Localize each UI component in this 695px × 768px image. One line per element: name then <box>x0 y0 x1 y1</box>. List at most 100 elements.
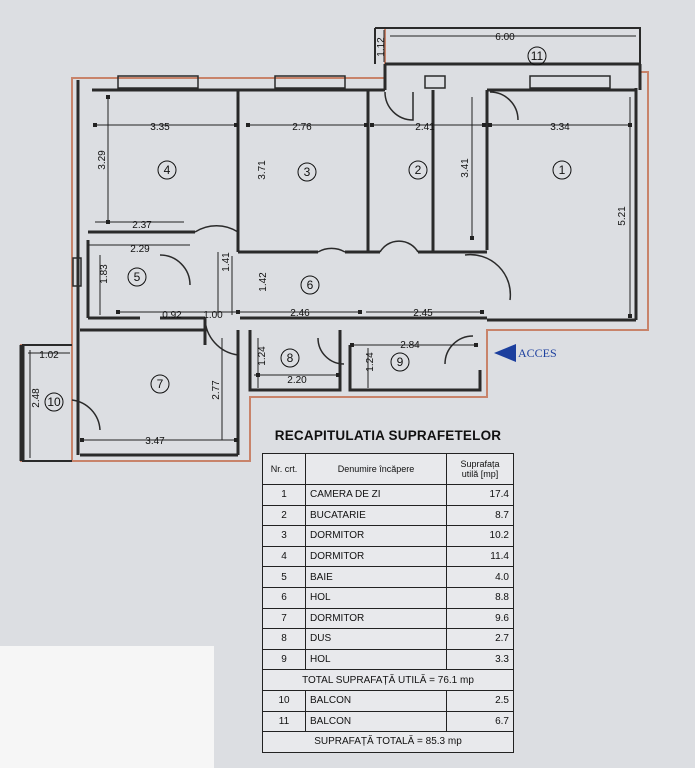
dim-room6-c: 1.00 <box>203 310 223 321</box>
room-number-4: 4 <box>164 163 171 177</box>
room-number-3: 3 <box>304 165 311 179</box>
header-nr: Nr. crt. <box>262 453 306 485</box>
dimension-ticks <box>80 95 632 442</box>
dim-room2-height: 3.41 <box>460 158 471 178</box>
row-denumire: CAMERA DE ZI <box>305 484 447 506</box>
windows <box>72 75 611 287</box>
row-denumire: BALCON <box>305 710 447 733</box>
row-suprafata: 3.3 <box>446 648 514 671</box>
room-number-7: 7 <box>157 377 164 391</box>
dim-room10-height: 2.48 <box>31 388 42 408</box>
room-number-2: 2 <box>415 163 422 177</box>
row-suprafata: 10.2 <box>446 525 514 547</box>
header-denumire: Denumire încăpere <box>305 453 447 485</box>
dim-room11-height: 1.12 <box>376 37 387 57</box>
dim-room5-height: 1.83 <box>99 264 110 284</box>
dim-room5-width: 2.29 <box>130 244 150 255</box>
row-denumire: DUS <box>305 628 447 650</box>
dim-room7-height: 2.77 <box>211 380 222 400</box>
room-number-9: 9 <box>397 355 404 369</box>
summary-title: RECAPITULATIA SUPRAFETELOR <box>274 428 502 443</box>
row-nr: 8 <box>262 628 306 650</box>
room-marker-10 <box>44 392 64 412</box>
room-marker-4 <box>157 160 177 180</box>
row-denumire: DORMITOR <box>305 545 447 568</box>
header-suprafata: Suprafața utilă [mp] <box>446 453 514 485</box>
row-denumire: HOL <box>305 648 447 671</box>
row-nr: 7 <box>262 607 306 630</box>
row-suprafata: 9.6 <box>446 607 514 630</box>
room-marker-7 <box>150 374 170 394</box>
dim-room8-height: 1.24 <box>257 346 268 366</box>
dim-room4-height: 3.29 <box>97 150 108 170</box>
row-suprafata: 2.7 <box>446 628 514 650</box>
table-header-row: Nr. crt. Denumire încăpere Suprafața uti… <box>262 453 514 485</box>
row-suprafata: 8.8 <box>446 586 514 609</box>
dim-room9-height: 1.24 <box>365 352 376 372</box>
row-denumire: BALCON <box>305 689 447 712</box>
dim-room1-height: 5.21 <box>617 206 628 226</box>
row-nr: 6 <box>262 586 306 609</box>
room-number-6: 6 <box>307 278 314 292</box>
row-denumire: DORMITOR <box>305 525 447 547</box>
room-marker-5 <box>127 267 147 287</box>
dim-room11-width: 6.00 <box>495 32 515 43</box>
walls <box>19 27 642 462</box>
dim-room4-bottom: 2.37 <box>132 220 152 231</box>
row-suprafata: 8.7 <box>446 504 514 527</box>
room-marker-11 <box>527 46 547 66</box>
dim-room6-a: 1.41 <box>221 252 232 272</box>
room-marker-3 <box>297 162 317 182</box>
dim-room3-height: 3.71 <box>257 160 268 180</box>
dim-room10-width: 1.02 <box>39 350 59 361</box>
dim-room6-b: 1.42 <box>258 272 269 292</box>
row-denumire: BUCATARIE <box>305 504 447 527</box>
room-number-10: 10 <box>47 395 61 409</box>
entrance-arrow-icon <box>494 344 516 362</box>
area-summary: RECAPITULATIA SUPRAFETELOR Nr. crt. Denu… <box>262 428 514 753</box>
area-table: Nr. crt. Denumire încăpere Suprafața uti… <box>262 453 514 753</box>
total-util-row: TOTAL SUPRAFAȚĂ UTILĂ = 76.1 mp <box>262 669 514 691</box>
row-suprafata: 2.5 <box>446 689 514 712</box>
row-nr: 10 <box>262 689 306 712</box>
room-number-5: 5 <box>134 270 141 284</box>
row-nr: 5 <box>262 566 306 588</box>
total-util: TOTAL SUPRAFAȚĂ UTILĂ = 76.1 mp <box>262 669 514 691</box>
row-nr: 1 <box>262 484 306 506</box>
dim-room1-width: 3.34 <box>550 122 570 133</box>
room-marker-1 <box>552 160 572 180</box>
dim-room7-width: 3.47 <box>145 436 165 447</box>
dim-room6-e: 2.45 <box>413 308 433 319</box>
dimension-lines <box>28 30 636 458</box>
row-nr: 3 <box>262 525 306 547</box>
row-nr: 2 <box>262 504 306 527</box>
dim-room3-width: 2.76 <box>292 122 312 133</box>
room-marker-8 <box>280 348 300 368</box>
row-denumire: DORMITOR <box>305 607 447 630</box>
row-suprafata: 17.4 <box>446 484 514 506</box>
room-number-markers <box>44 46 572 412</box>
dim-room6-d: 2.46 <box>290 308 310 319</box>
room-marker-6 <box>300 275 320 295</box>
room-number-8: 8 <box>287 351 294 365</box>
row-nr: 9 <box>262 648 306 671</box>
dim-room5-bottom: 0.92 <box>162 310 182 321</box>
entrance-label: ACCES <box>518 346 557 360</box>
row-nr: 4 <box>262 545 306 568</box>
room-number-labels: 1 2 3 4 5 6 7 8 9 10 11 <box>47 49 565 409</box>
room-marker-9 <box>390 352 410 372</box>
doors <box>71 91 519 431</box>
row-suprafata: 6.7 <box>446 710 514 733</box>
room-number-11: 11 <box>531 49 544 63</box>
row-denumire: HOL <box>305 586 447 609</box>
